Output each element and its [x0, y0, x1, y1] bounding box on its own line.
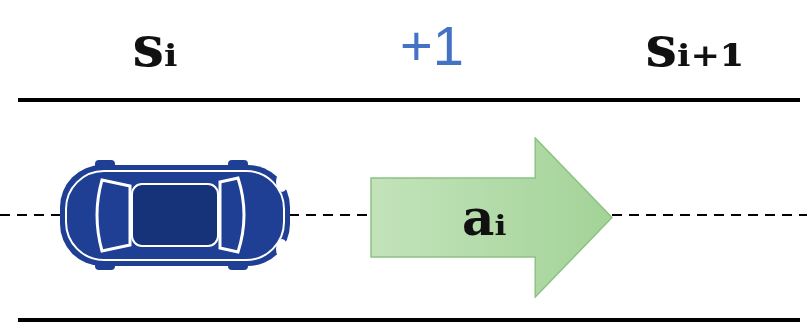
reward-label: +1 — [400, 18, 464, 74]
action-label: aᵢ — [462, 193, 506, 243]
road-edge — [18, 318, 800, 322]
state-label: sᵢ — [133, 18, 178, 74]
car-icon — [60, 160, 290, 270]
road-edge — [18, 98, 800, 102]
action-arrow: aᵢ — [370, 137, 613, 298]
state-label: sᵢ₊₁ — [645, 18, 744, 74]
